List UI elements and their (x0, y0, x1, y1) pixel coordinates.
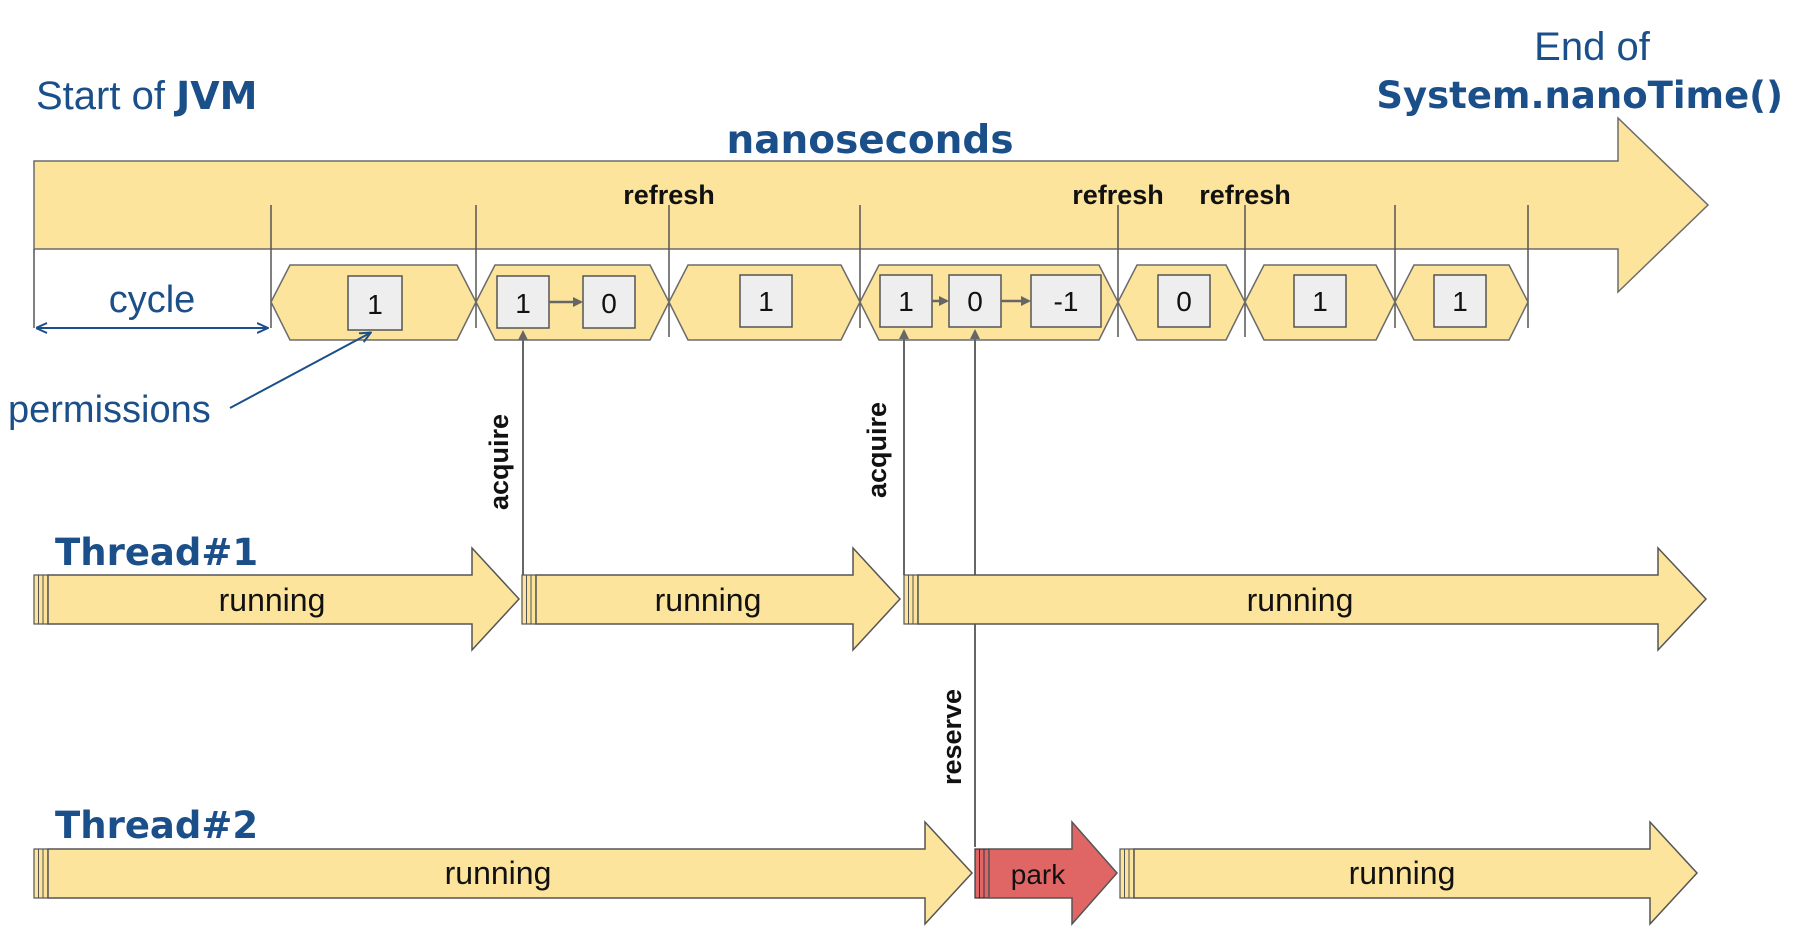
permission-box (1293, 274, 1347, 328)
permission-transition-arrows (549, 296, 1031, 307)
start-prefix: Start of (36, 74, 176, 118)
refresh-label-3: refresh (1199, 180, 1291, 210)
refresh-label-1: refresh (623, 180, 715, 210)
timeline-arrow (33, 116, 1710, 294)
acquire-label-2: acquire (862, 402, 892, 498)
permission-value: 1 (1452, 286, 1468, 317)
permission-boxes: 1 1 0 1 1 0 -1 0 1 1 (347, 274, 1487, 331)
thread2-segment-park (988, 820, 1119, 926)
thread1-start-marker (33, 574, 49, 625)
thread1-label: Thread#1 (55, 531, 258, 574)
permission-value: 0 (967, 286, 983, 317)
permission-value: 1 (1312, 286, 1328, 317)
thread2-marker (1119, 848, 1135, 899)
permission-value: 1 (758, 286, 774, 317)
thread1-segment-running (917, 546, 1708, 652)
thread2-segment-running (47, 820, 974, 926)
reserve-label: reserve (937, 689, 967, 785)
thread1-marker (903, 574, 919, 625)
permission-value: 0 (601, 288, 617, 319)
permission-box (496, 275, 550, 329)
permission-box (948, 274, 1002, 328)
thread1-marker (521, 574, 537, 625)
permission-box (1030, 274, 1102, 328)
thread2-park-marker (974, 848, 990, 899)
permission-box (739, 274, 793, 328)
thread2-segment-running (1133, 820, 1699, 926)
permissions-label: permissions (8, 389, 211, 431)
cycle-label: cycle (109, 279, 196, 321)
acquire-label-1: acquire (484, 414, 514, 510)
permission-box (879, 274, 933, 328)
thread1-segment-label: running (1247, 582, 1354, 618)
permissions-pointer (229, 333, 370, 409)
end-label-line1: End of (1534, 25, 1651, 69)
permission-value: -1 (1054, 286, 1079, 317)
thread2-segment-label: running (445, 855, 552, 891)
thread2-label: Thread#2 (55, 804, 258, 847)
thread1-segment-running (535, 546, 902, 652)
refresh-label-2: refresh (1072, 180, 1164, 210)
permission-value: 1 (515, 288, 531, 319)
thread1-segment-running (47, 546, 521, 652)
permission-value: 1 (898, 286, 914, 317)
start-label: Start of JVM (36, 74, 257, 118)
permission-value: 0 (1176, 286, 1192, 317)
permission-box (582, 275, 636, 329)
nanoseconds-label: nanoseconds (726, 118, 1013, 163)
permission-box (1433, 274, 1487, 328)
thread1-row: running running running (33, 546, 1708, 652)
end-label-line2: System.nanoTime() (1376, 74, 1783, 117)
cycle-ticks (33, 205, 1529, 337)
permission-value: 1 (367, 289, 383, 320)
thread1-segment-label: running (219, 582, 326, 618)
thread2-segment-label: park (1011, 859, 1066, 890)
thread1-segment-label: running (655, 582, 762, 618)
thread2-segment-label: running (1349, 855, 1456, 891)
permission-box (1157, 274, 1211, 328)
thread2-start-marker (33, 848, 49, 899)
thread2-row: running park running (33, 820, 1699, 926)
start-bold: JVM (173, 74, 257, 118)
permission-box (347, 275, 403, 331)
